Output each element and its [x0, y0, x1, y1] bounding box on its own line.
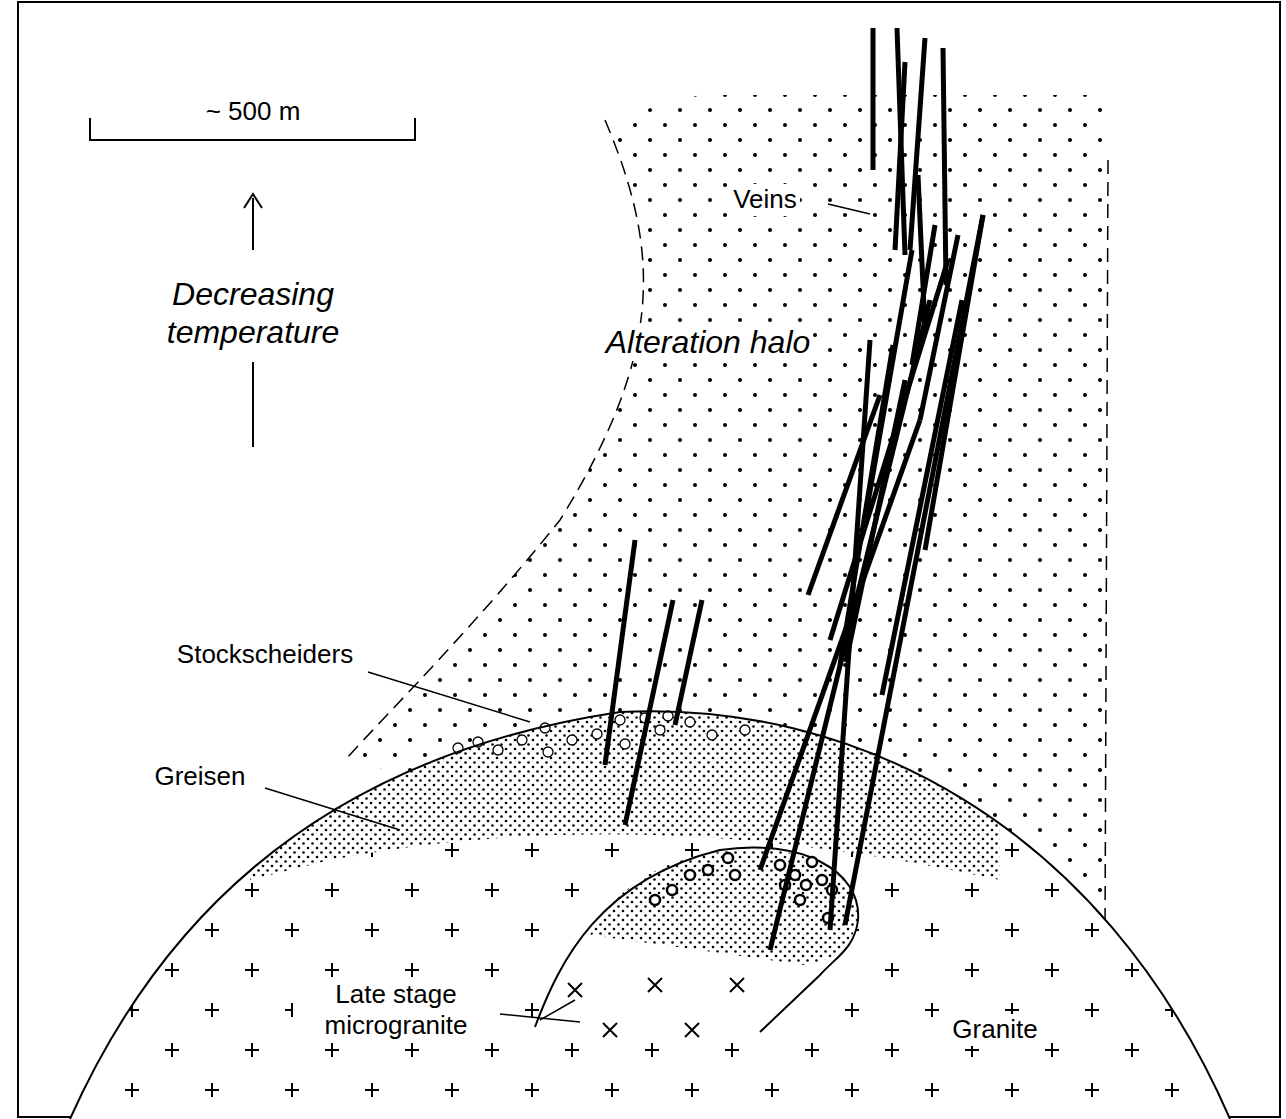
leader-lines: [265, 204, 870, 1022]
scale-label: ~ 500 m: [203, 96, 304, 127]
cupola-greisen: [590, 849, 857, 965]
veins: [605, 28, 983, 950]
microgranite-label: Late stage microgranite: [293, 979, 499, 1041]
microgranite-marks: [568, 978, 744, 1037]
granite-label: Granite: [949, 1014, 1040, 1045]
temperature-label: Decreasing temperature: [135, 275, 371, 352]
cupola-outline: [535, 847, 858, 1032]
granite-outline: [70, 711, 1230, 1119]
halo-boundary: [1105, 160, 1108, 935]
greisen-label: Greisen: [151, 761, 248, 792]
halo-label: Alteration halo: [603, 323, 814, 361]
veins-label: Veins: [730, 184, 800, 215]
microgranite-cupola: [535, 847, 858, 1032]
halo-boundary: [345, 120, 643, 760]
stockscheiders-label: Stockscheiders: [174, 639, 356, 670]
